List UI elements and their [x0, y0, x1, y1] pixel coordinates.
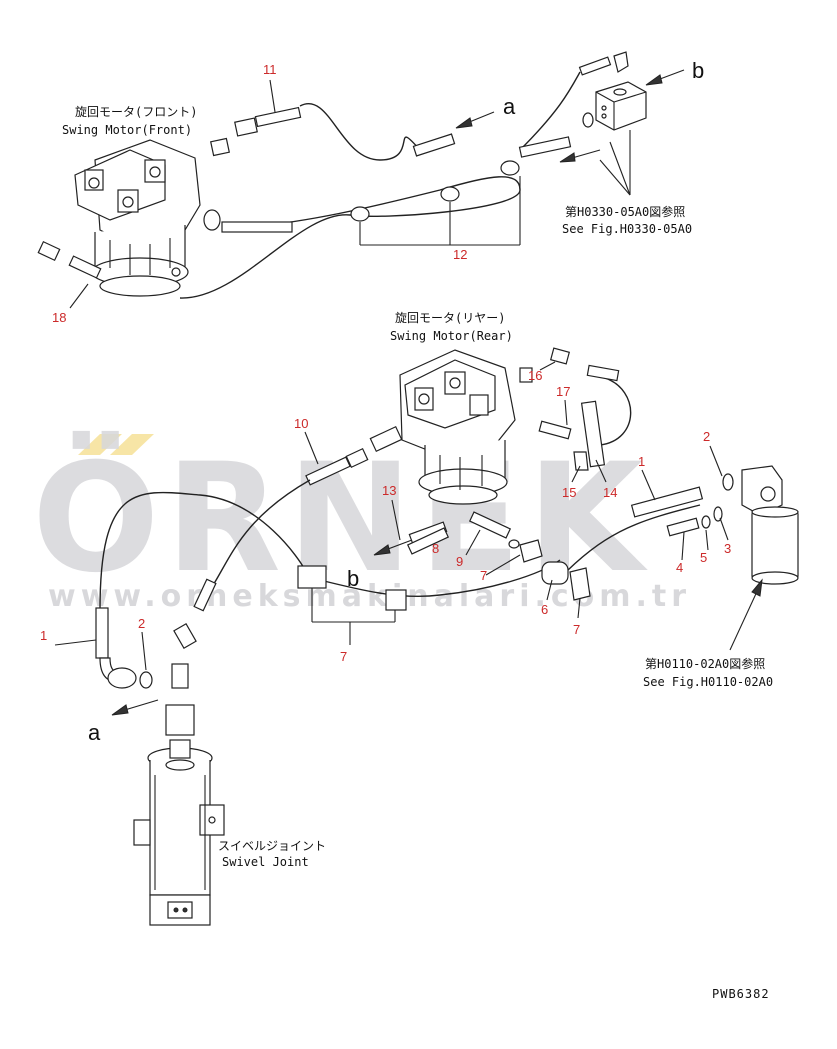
leaders — [54, 69, 763, 716]
valve-block-top — [578, 51, 647, 131]
letter-b-top: b — [692, 58, 704, 83]
swing-motor-front — [74, 139, 201, 297]
part-number-9: 9 — [456, 554, 463, 569]
drawing-code: PWB6382 — [712, 987, 770, 1001]
part-number-12: 12 — [453, 247, 467, 262]
part-number-2-left: 2 — [138, 616, 145, 631]
part-number-13: 13 — [382, 483, 396, 498]
part-number-2-right: 2 — [703, 429, 710, 444]
filter-assembly — [741, 465, 799, 585]
watermark: ÖRNEK www.orneksmakinalari.com.tr — [32, 430, 691, 614]
letter-b-mid: b — [347, 566, 359, 591]
part-number-11: 11 — [263, 62, 277, 77]
watermark-url: www.orneksmakinalari.com.tr — [48, 579, 691, 614]
swivel-joint — [133, 704, 225, 926]
swing-motor-rear — [399, 349, 516, 505]
label-motor-front-jp: 旋回モータ(フロント) — [75, 105, 197, 119]
part-number-1-left: 1 — [40, 628, 47, 643]
label-ref1-en: See Fig.H0330-05A0 — [562, 222, 692, 236]
part-number-7-b: 7 — [573, 622, 580, 637]
label-swivel-en: Swivel Joint — [222, 855, 309, 869]
part-number-14: 14 — [603, 485, 617, 500]
label-ref1-jp: 第H0330-05A0図参照 — [565, 204, 685, 219]
watermark-accent-left — [78, 434, 122, 455]
part-number-17: 17 — [556, 384, 570, 399]
label-ref2-jp: 第H0110-02A0図参照 — [645, 656, 765, 671]
hoses — [37, 71, 734, 689]
part-number-16: 16 — [528, 368, 542, 383]
label-swivel-jp: スイベルジョイント — [218, 839, 326, 853]
part-number-10: 10 — [294, 416, 308, 431]
part-number-15: 15 — [562, 485, 576, 500]
letter-a-top: a — [503, 94, 516, 119]
part-number-4: 4 — [676, 560, 683, 575]
label-ref2-en: See Fig.H0110-02A0 — [643, 675, 773, 689]
watermark-accent-right — [110, 434, 154, 455]
label-motor-rear-en: Swing Motor(Rear) — [390, 329, 513, 343]
part-number-5: 5 — [700, 550, 707, 565]
part-number-18: 18 — [52, 310, 66, 325]
part-number-7-c: 7 — [340, 649, 347, 664]
watermark-brand: ÖRNEK — [32, 430, 649, 606]
part-number-7-a: 7 — [480, 568, 487, 583]
letter-a-bottom: a — [88, 720, 101, 745]
part-number-3: 3 — [724, 541, 731, 556]
part-number-1-right: 1 — [638, 454, 645, 469]
part-number-8: 8 — [432, 541, 439, 556]
labels: 旋回モータ(フロント) Swing Motor(Front) 旋回モータ(リヤー… — [40, 58, 773, 1001]
part-number-6: 6 — [541, 602, 548, 617]
label-motor-front-en: Swing Motor(Front) — [62, 123, 192, 137]
label-motor-rear-jp: 旋回モータ(リヤー) — [395, 311, 505, 325]
